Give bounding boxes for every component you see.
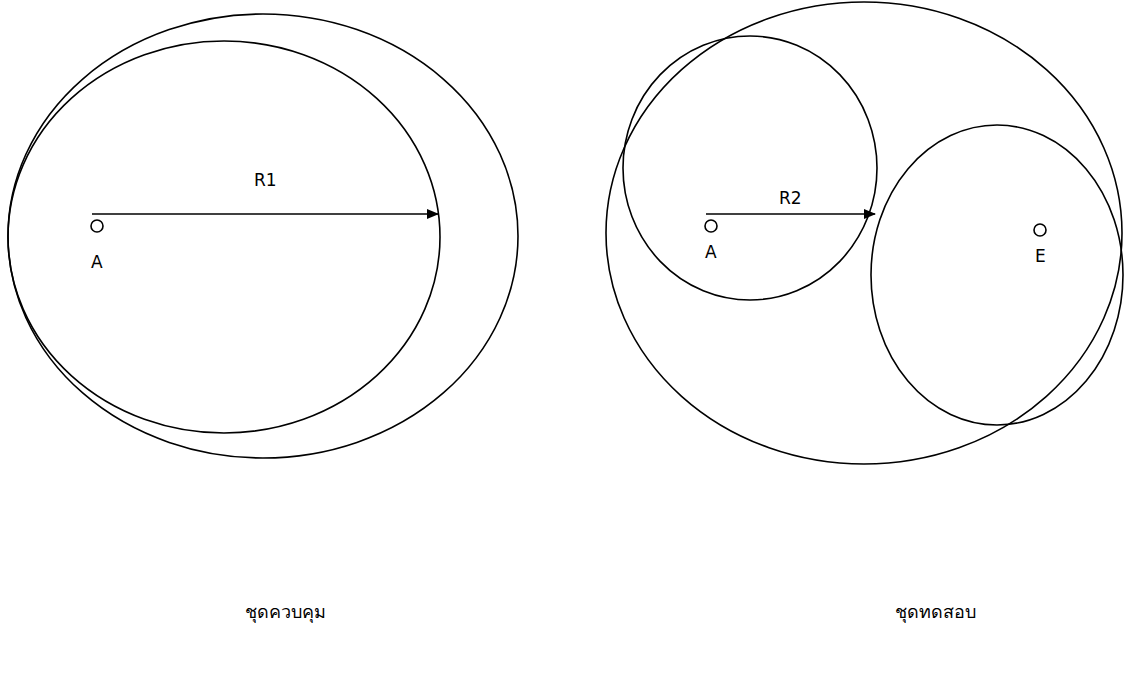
outer-zone: [8, 14, 518, 458]
radius-arrow: [92, 213, 438, 215]
point-a: [91, 220, 103, 232]
left-zone: [623, 36, 877, 300]
set-caption: ชุดทดสอบ: [895, 601, 976, 623]
radius-arrow: [706, 213, 875, 215]
point-a: [705, 220, 717, 232]
set-caption: ชุดควบคุม: [245, 601, 326, 623]
outer-zone: [606, 2, 1122, 464]
point-label: E: [1035, 246, 1046, 266]
point-label: A: [705, 242, 717, 262]
radius-label: R2: [779, 188, 802, 208]
radius-label: R1: [254, 170, 277, 190]
inner-zone: [8, 41, 440, 433]
point-label: A: [91, 252, 103, 272]
right-zone: [871, 125, 1123, 425]
point-e: [1034, 224, 1046, 236]
